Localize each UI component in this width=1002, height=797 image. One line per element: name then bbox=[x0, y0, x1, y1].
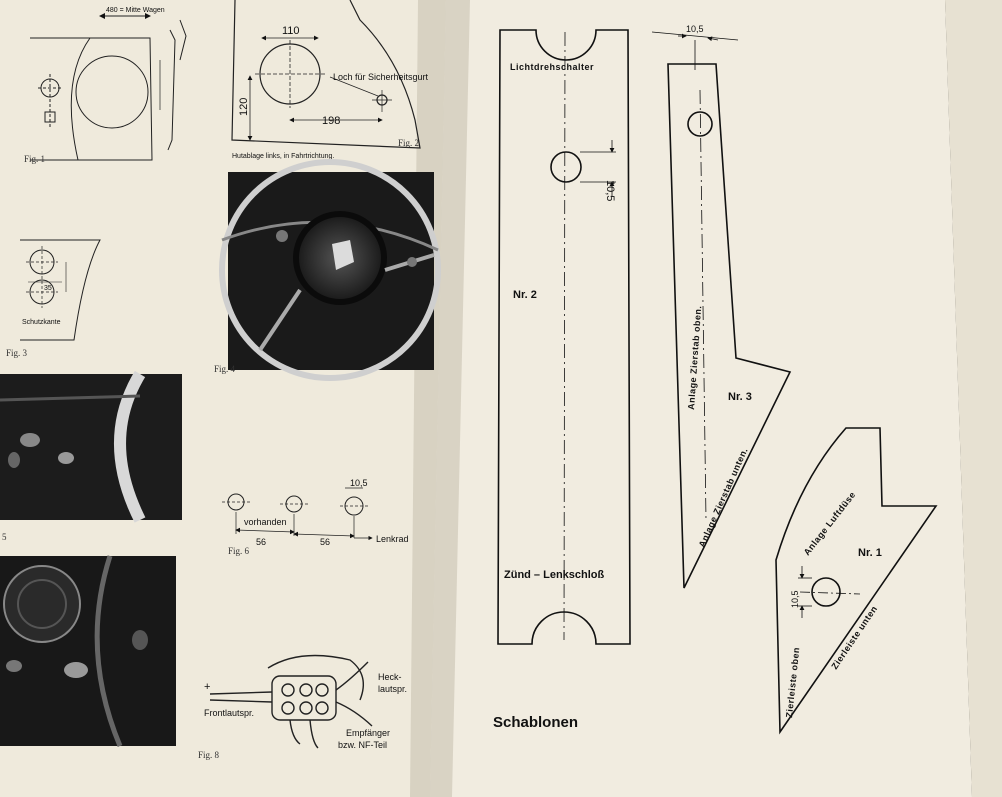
fig8-plus: + bbox=[204, 681, 210, 693]
right-page-gutter-shadow bbox=[430, 0, 470, 797]
template-nr3-top-dim: 10,5 bbox=[686, 24, 704, 34]
fig7-photo bbox=[0, 555, 176, 747]
right-page bbox=[430, 0, 972, 797]
template-nr1-name: Nr. 1 bbox=[858, 547, 882, 559]
fig5-photo bbox=[0, 370, 182, 523]
fig2-dim-bottom: 198 bbox=[322, 115, 340, 127]
template-nr2-hole-dim: 10,5 bbox=[604, 180, 616, 201]
fig6-caption: Fig. 6 bbox=[228, 546, 250, 556]
template-nr3-outline bbox=[651, 31, 792, 589]
template-nr2-outline bbox=[497, 29, 631, 645]
fig8-label-receiver-1: Empfänger bbox=[346, 728, 390, 738]
fig3-drawing bbox=[20, 239, 101, 341]
fig6-dim-a: 56 bbox=[256, 537, 266, 547]
fig8-caption: Fig. 8 bbox=[198, 750, 220, 760]
template-nr1-outline bbox=[775, 427, 938, 735]
fig1-drawing bbox=[30, 13, 187, 161]
template-nr3-name: Nr. 3 bbox=[728, 391, 752, 403]
page-heading: Schablonen bbox=[493, 714, 578, 731]
fig4-photo bbox=[219, 159, 441, 381]
fig8-label-rear-2: lautspr. bbox=[378, 684, 407, 694]
fig2-caption: Fig. 2 bbox=[398, 138, 419, 148]
fig8-label-receiver-2: bzw. NF-Teil bbox=[338, 740, 387, 750]
fig8-label-front: Frontlautspr. bbox=[204, 708, 254, 718]
fig4-caption: Fig. 4 bbox=[214, 364, 236, 374]
fig2-subcaption: Hutablage links, in Fahrtrichtung. bbox=[232, 153, 334, 160]
fig1-top-note: 480 = Mitte Wagen bbox=[106, 7, 165, 14]
fig2-hole-label: Loch für Sicherheitsgurt bbox=[333, 72, 429, 82]
fig6-dim-b: 56 bbox=[320, 537, 330, 547]
fig8-drawing bbox=[209, 654, 373, 749]
template-nr2-bottom-label: Zünd – Lenkschloß bbox=[504, 569, 605, 581]
fig3-caption: Fig. 3 bbox=[6, 348, 28, 358]
fig1-caption: Fig. 1 bbox=[24, 154, 45, 164]
fig6-dim-hole: 10,5 bbox=[350, 478, 368, 488]
template-nr1-hole-dim: 10,5 bbox=[790, 590, 800, 608]
fig2-dim-left: 120 bbox=[238, 98, 250, 116]
fig3-dim-mid: 35 bbox=[44, 285, 52, 292]
fig8-label-rear-1: Heck- bbox=[378, 672, 402, 682]
template-nr2-name: Nr. 2 bbox=[513, 289, 537, 301]
back-page-edge bbox=[945, 0, 1002, 797]
template-nr2-top-label: Lichtdrehschalter bbox=[510, 62, 594, 72]
fig2-dim-top: 110 bbox=[282, 25, 300, 37]
fig6-label-existing: vorhanden bbox=[244, 517, 287, 527]
fig5-caption: 5 bbox=[2, 532, 7, 542]
fig6-drawing bbox=[222, 487, 373, 541]
fig3-side-label: Schutzkante bbox=[22, 319, 61, 326]
fig6-label-wheel: Lenkrad bbox=[376, 534, 409, 544]
fig2-drawing bbox=[231, 0, 421, 149]
